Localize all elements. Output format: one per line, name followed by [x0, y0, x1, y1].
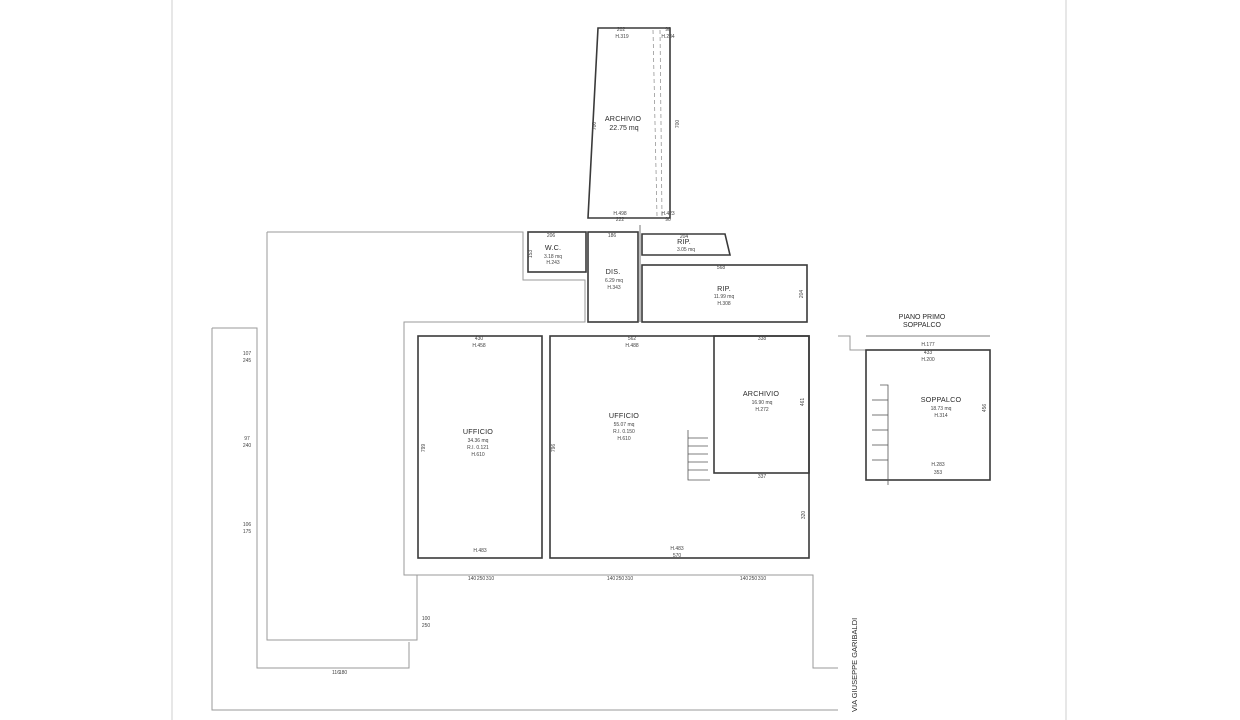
dim-202: 202	[617, 27, 626, 33]
dim-w5-b: 180	[339, 670, 348, 676]
dim-w2-a: 97	[244, 436, 250, 442]
dim-799: 799	[421, 444, 427, 453]
dim-337: 337	[758, 474, 767, 480]
dim-90-bottom: 90	[665, 217, 671, 223]
site-outline	[211, 231, 838, 711]
height-ufficio-center-top: H.488	[625, 343, 639, 349]
mezzanine-dim-side: 456	[982, 404, 988, 413]
service-block: W.C. 3.18 mq H.243 206 153 186 RIP. 3.05…	[527, 225, 808, 323]
ufficio-left-ri: R.I. 0.121	[467, 445, 489, 451]
dim-win1-b: 250	[477, 576, 486, 582]
dim-w3-a: 106	[243, 522, 252, 528]
archivio-top-area: 22.75 mq	[609, 125, 638, 132]
dis-area: 6.29 mq	[605, 278, 623, 284]
archivio-top-room: ARCHIVIO 22.75 mq 202 90 H.319 H.234 H.4…	[587, 27, 681, 223]
mezzanine-plan: PIANO PRIMO SOPPALCO H.177 433 H.200 SOP…	[838, 314, 991, 485]
dim-204: 204	[680, 234, 689, 240]
rip-large-name: RIP.	[717, 284, 731, 293]
dim-w5-a: 116	[332, 670, 340, 676]
dim-204-side: 204	[799, 290, 805, 299]
dim-win3-a: 140	[740, 576, 749, 582]
mezzanine-dim-bottom: 353	[934, 470, 943, 476]
dim-w3-b: 175	[243, 529, 252, 535]
dim-win2-a: 140	[607, 576, 616, 582]
dim-w2-b: 240	[243, 443, 252, 449]
mezzanine-dim-top: 433	[924, 350, 933, 356]
archivio-right-name: ARCHIVIO	[743, 389, 780, 398]
archivio-right-area: 16.90 mq	[752, 400, 773, 406]
dim-win2-c: 310	[625, 576, 634, 582]
height-ufficio-left-bottom: H.483	[473, 548, 487, 554]
height-archivio-bottom-right: H.423	[661, 211, 675, 217]
soppalco-height: H.314	[934, 413, 948, 419]
dim-570: 570	[673, 553, 682, 559]
ufficio-left-room: UFFICIO 34.36 mq R.I. 0.121 H.610 430 H.…	[417, 335, 543, 559]
west-openings: 107 245 97 240 106 175 100 250 116 180	[243, 351, 431, 676]
dim-win3-b: 250	[749, 576, 758, 582]
ufficio-left-area: 34.36 mq	[468, 438, 489, 444]
dim-562: 562	[628, 336, 637, 342]
ufficio-center-height: H.610	[617, 436, 631, 442]
dim-win1-c: 310	[486, 576, 495, 582]
dim-700-right: 700	[675, 120, 681, 129]
dim-796: 796	[551, 444, 557, 453]
ufficio-center-ri: R.I. 0.150	[613, 429, 635, 435]
dim-206: 206	[547, 233, 556, 239]
ufficio-center-room: UFFICIO 55.07 mq R.I. 0.150 H.610 562 H.…	[549, 335, 810, 559]
dim-w1-a: 107	[243, 351, 252, 357]
wc-area: 3.18 mq	[544, 254, 562, 260]
height-archivio-top-right: H.234	[661, 34, 675, 40]
dim-338: 338	[758, 336, 767, 342]
dim-w4-b: 250	[422, 623, 431, 629]
wc-name: W.C.	[545, 243, 561, 252]
ufficio-center-area: 55.07 mq	[614, 422, 635, 428]
dim-320: 320	[801, 511, 807, 520]
soppalco-name: SOPPALCO	[921, 395, 962, 404]
dis-height: H.343	[607, 285, 621, 291]
ufficio-center-name: UFFICIO	[609, 411, 639, 420]
dim-700-left: 700	[592, 122, 598, 131]
dis-name: DIS.	[606, 267, 621, 276]
dim-186: 186	[608, 233, 617, 239]
ufficio-left-name: UFFICIO	[463, 427, 493, 436]
mezzanine-title-line2: SOPPALCO	[903, 322, 942, 329]
street-label: VIA GIUSEPPE GARIBALDI	[850, 618, 859, 712]
height-ufficio-left-top: H.458	[472, 343, 486, 349]
height-archivio-bottom-left: H.498	[613, 211, 627, 217]
mezzanine-title-line1: PIANO PRIMO	[899, 314, 946, 321]
dim-win2-b: 250	[616, 576, 625, 582]
height-archivio-top-left: H.319	[615, 34, 629, 40]
rip-large-height: H.308	[717, 301, 731, 307]
archivio-top-name: ARCHIVIO	[605, 114, 642, 123]
dim-w4-a: 100	[422, 616, 431, 622]
dim-430: 430	[475, 336, 484, 342]
mezzanine-h-bottom: H.283	[931, 462, 945, 468]
dim-461: 461	[800, 398, 806, 407]
wc-height: H.243	[546, 260, 560, 266]
dim-win1-a: 140	[468, 576, 477, 582]
mezzanine-h-mid: H.200	[921, 357, 935, 363]
ufficio-left-height: H.610	[471, 452, 485, 458]
south-window-dims: 140 250 310 140 250 310 140 250 310	[468, 576, 767, 582]
archivio-right-height: H.272	[755, 407, 769, 413]
rip-small-area: 3.05 mq	[677, 247, 695, 253]
height-ufficio-center-bottom: H.483	[670, 546, 684, 552]
dim-568: 568	[717, 265, 726, 271]
dim-win3-c: 310	[758, 576, 767, 582]
soppalco-area: 18.73 mq	[931, 406, 952, 412]
rip-large-area: 11.99 mq	[714, 294, 735, 300]
rip-small-name: RIP.	[677, 237, 691, 246]
mezzanine-h-top: H.177	[921, 342, 935, 348]
dim-153: 153	[528, 250, 534, 259]
dim-90-top: 90	[665, 27, 671, 33]
dim-w1-b: 245	[243, 358, 252, 364]
dim-222: 222	[616, 217, 625, 223]
